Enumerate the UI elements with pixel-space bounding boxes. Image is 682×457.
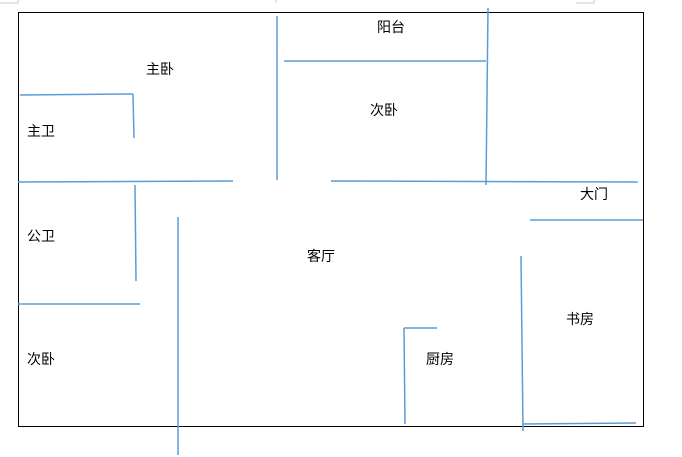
room-label-public-bath: 公卫 bbox=[27, 229, 55, 245]
wall-kitchen-side bbox=[403, 327, 406, 425]
room-label-kitchen: 厨房 bbox=[426, 352, 454, 368]
room-label-second-bedroom-top: 次卧 bbox=[370, 103, 398, 119]
room-label-master-bath: 主卫 bbox=[27, 124, 55, 140]
corner-mark-top-right bbox=[576, 0, 595, 4]
wall-master-bath-side bbox=[132, 93, 135, 139]
wall-public-bath-side bbox=[134, 184, 137, 282]
wall-bedroom-row-bottom-left bbox=[17, 180, 234, 183]
room-label-balcony: 阳台 bbox=[377, 20, 405, 36]
room-label-study: 书房 bbox=[566, 312, 594, 328]
room-label-second-bedroom-bottom: 次卧 bbox=[27, 352, 55, 368]
wall-master-bath-top bbox=[19, 93, 134, 96]
wall-bedroom-row-bottom-right bbox=[330, 180, 639, 183]
wall-study-left bbox=[520, 255, 524, 432]
room-label-front-door: 大门 bbox=[580, 187, 608, 203]
wall-study-bottom bbox=[522, 422, 637, 425]
wall-second-bedroom-right bbox=[485, 7, 489, 186]
plan-outline bbox=[18, 12, 644, 427]
interior-walls bbox=[17, 7, 643, 455]
page-corner-marks bbox=[0, 0, 595, 4]
corner-mark-top-left bbox=[0, 0, 19, 4]
room-label-living-room: 客厅 bbox=[307, 249, 335, 265]
room-label-master-bedroom: 主卧 bbox=[146, 62, 174, 78]
